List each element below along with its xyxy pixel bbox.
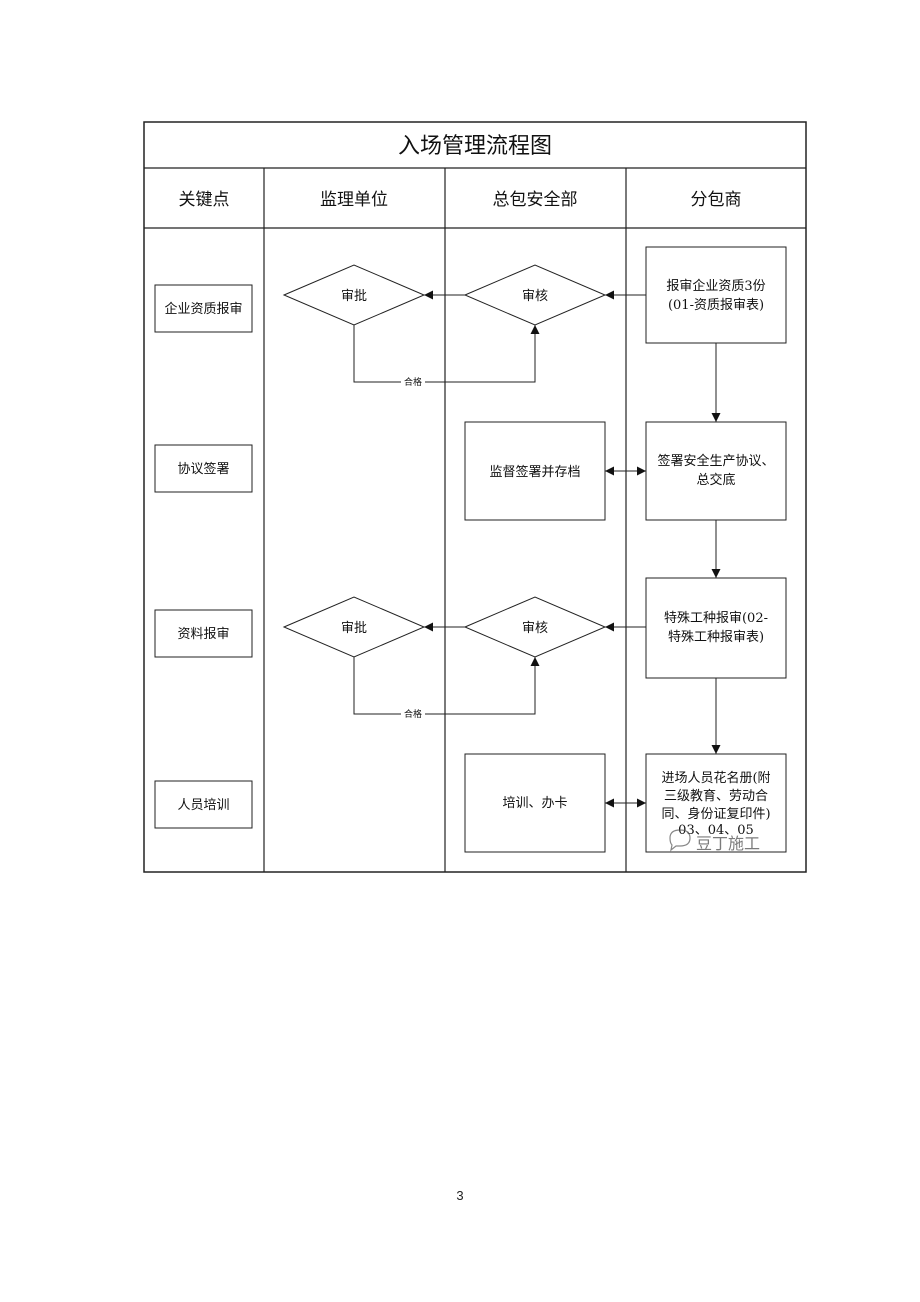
column-header-subcontractor: 分包商 xyxy=(691,190,742,210)
process-box-supervise-archive xyxy=(464,421,606,521)
diagram-frame xyxy=(143,121,807,873)
process-box-label: 监督签署并存档 xyxy=(489,464,580,480)
process-box-roster xyxy=(645,753,787,853)
pass-label: 合格 xyxy=(404,376,422,388)
process-box-line: 三级教育、劳动合 xyxy=(664,788,768,804)
column-header-key-points: 关键点 xyxy=(179,190,230,210)
process-box-training-card xyxy=(464,753,606,853)
page-number: 3 xyxy=(456,1188,464,1203)
process-box-line: 进场人员花名册(附 xyxy=(661,770,770,786)
process-box-submit-qualification xyxy=(645,246,787,344)
pass-label-bg xyxy=(401,375,425,388)
key-point-label: 协议签署 xyxy=(177,461,229,477)
key-point-label: 企业资质报审 xyxy=(164,301,242,317)
key-point-label: 人员培训 xyxy=(177,797,229,813)
key-point-box xyxy=(154,284,253,333)
column-header-safety-dept: 总包安全部 xyxy=(493,190,578,210)
key-point-box xyxy=(154,780,253,829)
process-box-label: 培训、办卡 xyxy=(502,795,567,811)
decision-label: 审核 xyxy=(522,289,548,304)
diagram-title: 入场管理流程图 xyxy=(398,134,552,159)
feedback-arrow xyxy=(353,325,540,383)
process-box-line: 签署安全生产协议、 xyxy=(657,453,774,469)
process-box-line: 特殊工种报审(02- xyxy=(664,611,768,626)
process-box-line: 03、04、05 xyxy=(678,823,754,838)
watermark: 豆丁施工 xyxy=(669,829,760,853)
chat-bubble-icon xyxy=(669,829,691,852)
process-box-line: 特殊工种报审表) xyxy=(668,630,764,645)
key-point-box xyxy=(154,444,253,493)
pass-label-bg xyxy=(401,707,425,720)
key-point-label: 资料报审 xyxy=(177,627,229,642)
pass-label: 合格 xyxy=(404,708,422,720)
watermark-text: 豆丁施工 xyxy=(696,834,760,853)
decision-label: 审核 xyxy=(522,621,548,636)
key-point-box xyxy=(154,609,253,658)
process-box-sign-agreement xyxy=(645,421,787,521)
column-header-supervisor: 监理单位 xyxy=(320,190,388,210)
process-box-line: 同、身份证复印件) xyxy=(661,806,770,822)
decision-label: 审批 xyxy=(341,289,367,304)
process-box-special-trades xyxy=(645,577,787,679)
process-box-line: (01-资质报审表) xyxy=(668,298,764,313)
process-box-line: 总交底 xyxy=(696,472,735,488)
decision-label: 审批 xyxy=(341,621,367,636)
process-box-line: 报审企业资质3份 xyxy=(666,278,765,294)
feedback-arrow xyxy=(353,657,540,715)
